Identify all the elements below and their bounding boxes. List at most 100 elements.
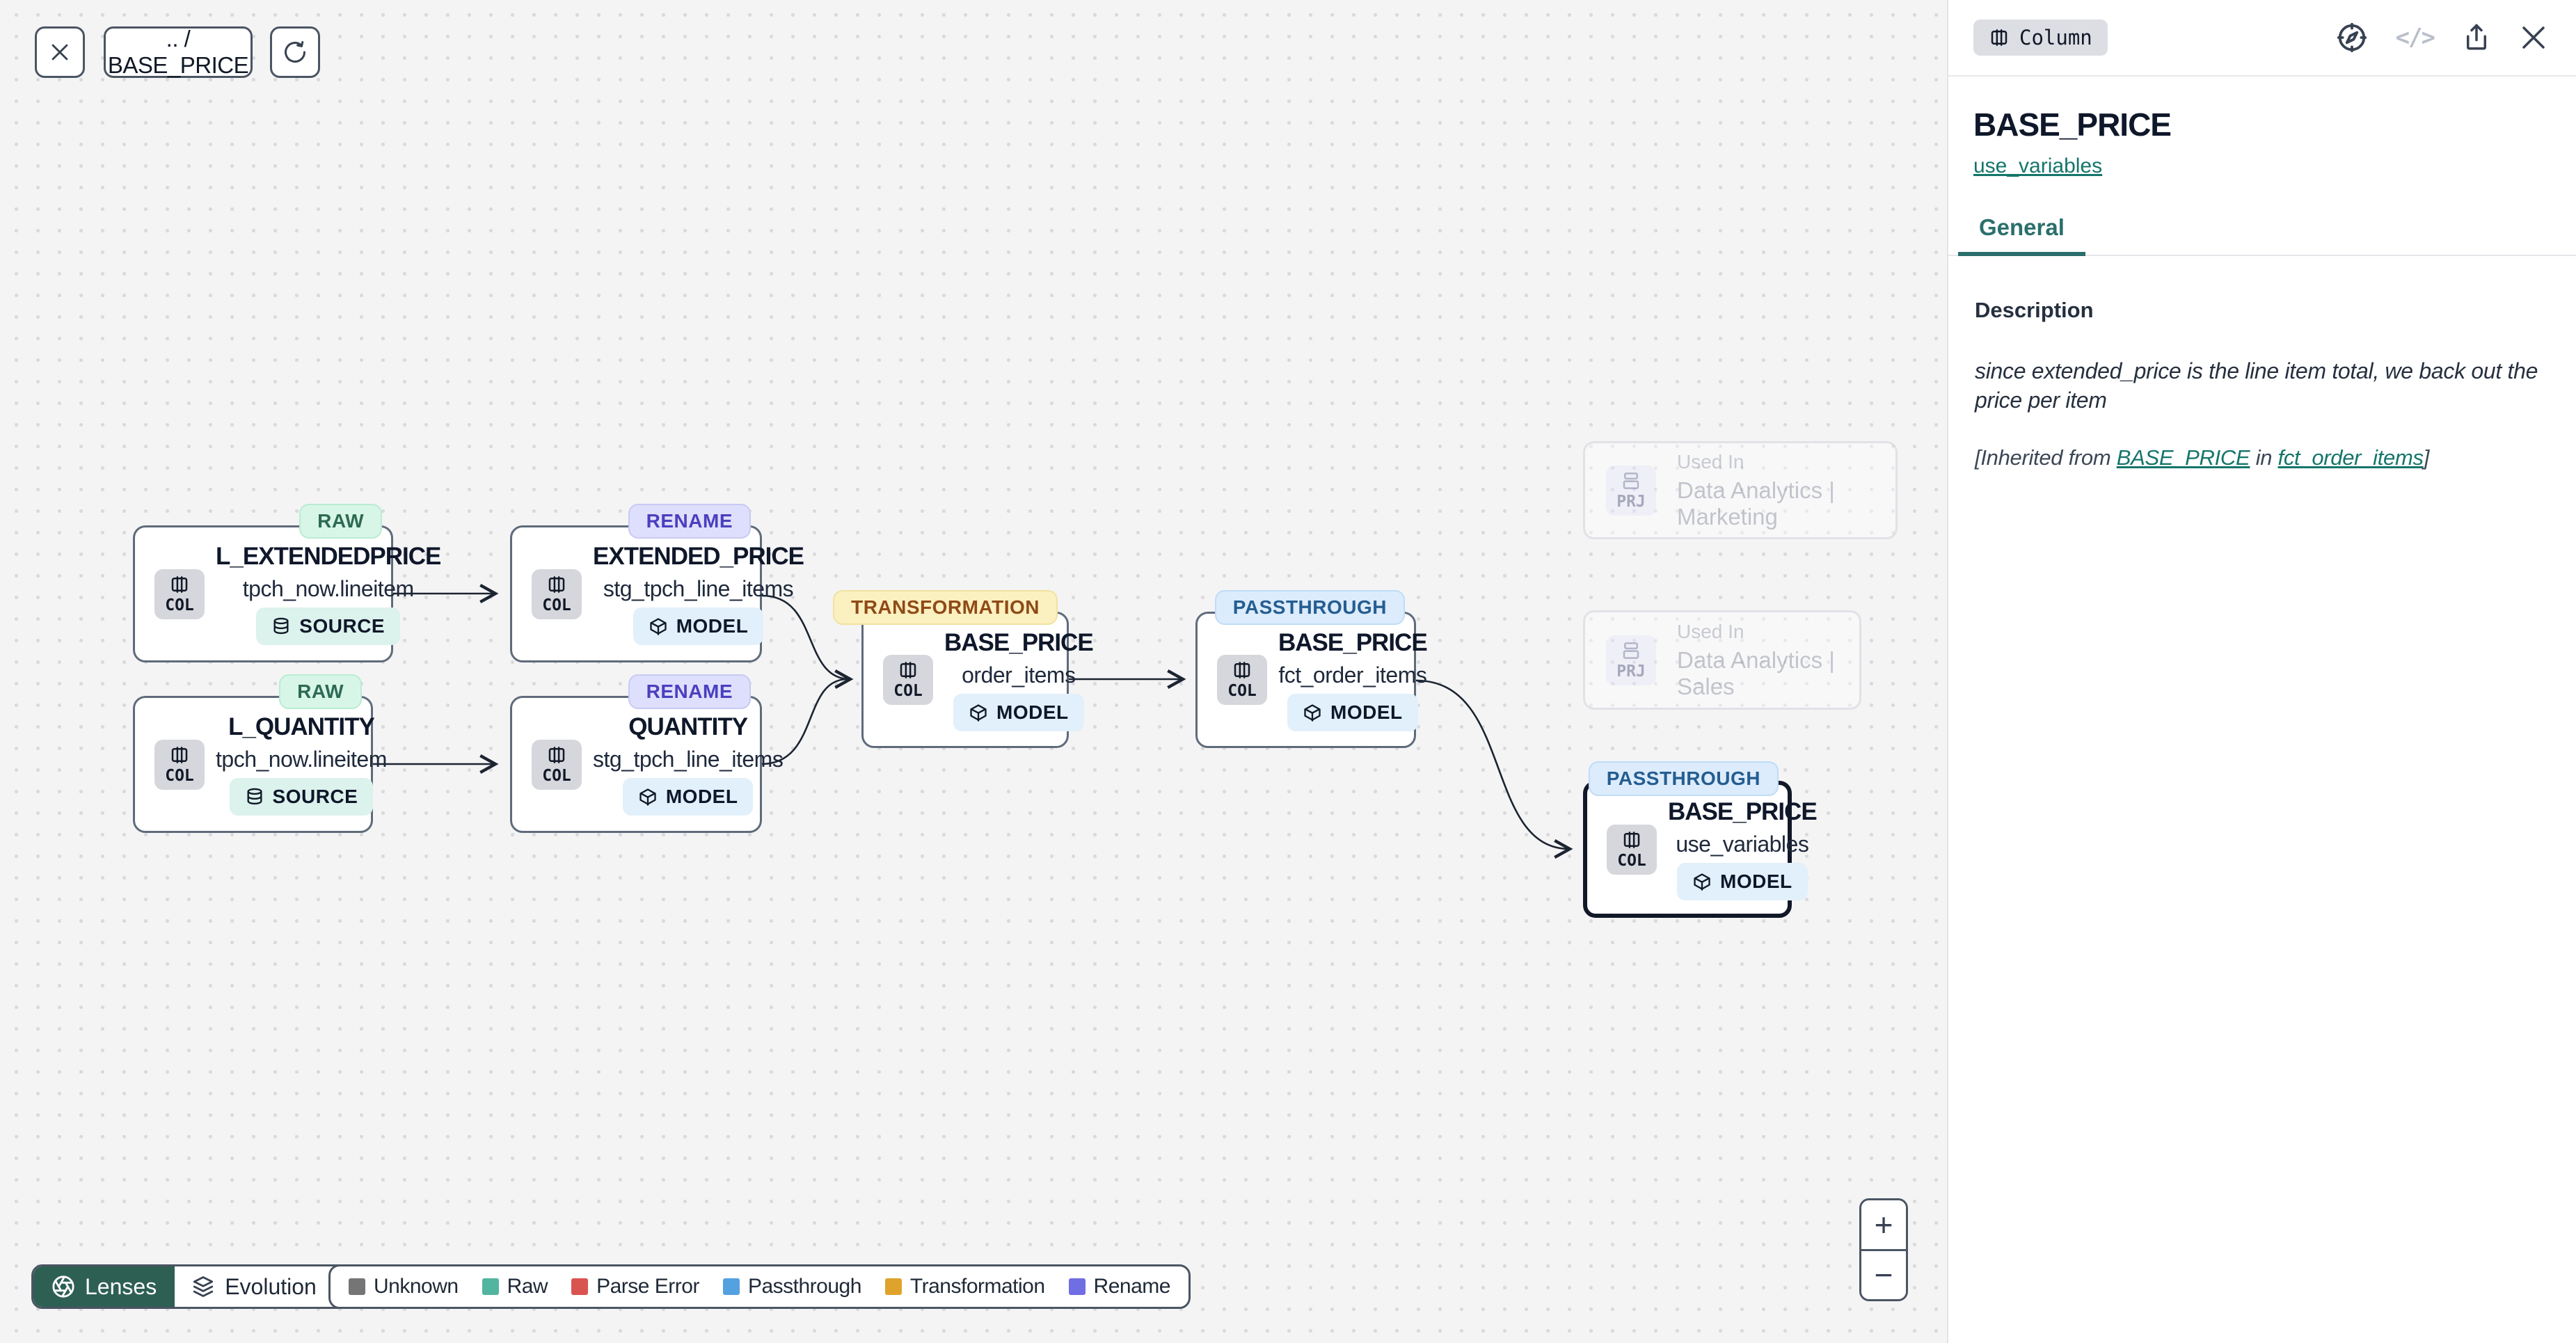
node-base-price-fct-order-items[interactable]: PASSTHROUGH COL BASE_PRICE fct_order_ite…: [1195, 590, 1428, 748]
columns-icon: [548, 575, 565, 593]
kind-label: PRJ: [1616, 662, 1646, 681]
node-title: BASE_PRICE: [1668, 798, 1818, 825]
legend-swatch: [349, 1278, 365, 1295]
explore-button[interactable]: [2336, 22, 2368, 54]
kind-label: COL: [893, 682, 923, 700]
node-type-label: MODEL: [1330, 701, 1403, 723]
used-in-label: Used In: [1677, 620, 1744, 642]
columns-icon: [1623, 831, 1640, 848]
node-type-label: MODEL: [665, 786, 738, 807]
breadcrumb-label: .. / BASE_PRICE: [107, 26, 249, 78]
columns-icon: [1234, 662, 1250, 678]
node-type-chip: MODEL: [633, 607, 764, 645]
refresh-button[interactable]: [270, 26, 320, 78]
column-kind-chip: COL: [1607, 824, 1657, 875]
model-cube-icon: [650, 618, 667, 635]
database-icon: [273, 617, 289, 635]
node-l-extendedprice[interactable]: RAW COL L_EXTENDEDPRICE tpch_now.lineite…: [133, 504, 441, 662]
legend-swatch: [884, 1278, 902, 1295]
breadcrumb[interactable]: .. / BASE_PRICE: [104, 26, 253, 78]
used-in-node-sales[interactable]: PRJ Used In Data Analytics | Sales: [1583, 610, 1861, 710]
model-cube-icon: [639, 788, 656, 806]
lens-selector: Lenses Evolution: [31, 1264, 363, 1309]
view-code-button[interactable]: </>: [2395, 24, 2435, 51]
close-lineage-button[interactable]: [35, 26, 85, 78]
legend-label: Passthrough: [747, 1275, 861, 1298]
node-title: BASE_PRICE: [944, 628, 1094, 656]
node-l-quantity[interactable]: RAW COL L_QUANTITY tpch_now.lineitem SOU…: [133, 674, 387, 833]
share-button[interactable]: [2462, 23, 2491, 52]
project-icon: [1623, 642, 1639, 659]
legend-item: Passthrough: [722, 1275, 861, 1298]
node-subtitle: tpch_now.lineitem: [242, 576, 414, 601]
code-icon: </>: [2395, 24, 2435, 51]
legend-item: Transformation: [884, 1275, 1045, 1298]
active-lens-label: Evolution: [225, 1273, 317, 1299]
kind-label: COL: [1227, 682, 1257, 700]
node-subtitle: fct_order_items: [1278, 662, 1427, 688]
inherited-middle: in: [2250, 445, 2278, 470]
legend-label: Raw: [507, 1275, 548, 1298]
zoom-out-button[interactable]: −: [1861, 1250, 1906, 1299]
column-kind-chip: COL: [883, 655, 933, 705]
node-type-chip: MODEL: [1677, 863, 1808, 900]
node-base-price-use-variables[interactable]: PASSTHROUGH COL BASE_PRICE use_variables…: [1583, 761, 1818, 918]
aperture-icon: [52, 1276, 74, 1298]
node-subtitle: stg_tpch_line_items: [603, 576, 794, 601]
zoom-controls: + −: [1859, 1198, 1908, 1301]
project-kind-chip: PRJ: [1606, 465, 1656, 516]
legend-swatch: [571, 1278, 589, 1295]
node-subtitle: tpch_now.lineitem: [216, 747, 387, 772]
kind-label: COL: [542, 596, 571, 614]
columns-icon: [548, 746, 565, 763]
model-cube-icon: [1694, 873, 1710, 891]
used-in-node-marketing[interactable]: PRJ Used In Data Analytics | Marketing: [1583, 441, 1898, 539]
status-badge: PASSTHROUGH: [1588, 761, 1779, 796]
inherited-column-link[interactable]: BASE_PRICE: [2116, 445, 2250, 470]
legend-label: Transformation: [909, 1275, 1045, 1298]
kind-label: COL: [165, 596, 194, 614]
node-type-label: MODEL: [996, 701, 1069, 723]
database-icon: [247, 788, 262, 805]
lens-legend: Unknown Raw Parse Error Passthrough Tran…: [328, 1264, 1191, 1309]
node-title: L_EXTENDEDPRICE: [216, 543, 441, 570]
tab-general[interactable]: General: [1958, 214, 2085, 256]
lineage-canvas[interactable]: .. / BASE_PRICE RAW COL L_EXTENDEDPRICE …: [0, 0, 1947, 1343]
legend-item: Parse Error: [571, 1275, 699, 1298]
page-title: BASE_PRICE: [1973, 106, 2172, 143]
panel-tabbar: General: [1948, 214, 2576, 256]
node-quantity[interactable]: RENAME COL QUANTITY stg_tpch_line_items …: [510, 674, 784, 833]
compass-icon: [2337, 22, 2367, 53]
lenses-button[interactable]: Lenses: [33, 1266, 175, 1307]
used-in-project: Data Analytics | Marketing: [1677, 477, 1835, 530]
model-link[interactable]: use_variables: [1973, 154, 2103, 177]
detail-panel: Column </>: [1947, 0, 2576, 1343]
node-base-price-order-items[interactable]: TRANSFORMATION COL BASE_PRICE order_item…: [833, 590, 1094, 748]
status-badge: PASSTHROUGH: [1214, 590, 1405, 625]
legend-swatch: [482, 1278, 499, 1295]
node-type-label: MODEL: [676, 615, 749, 637]
project-icon: [1623, 472, 1639, 489]
status-badge: TRANSFORMATION: [833, 590, 1058, 625]
node-extended-price[interactable]: RENAME COL EXTENDED_PRICE stg_tpch_line_…: [510, 504, 804, 662]
legend-item: Unknown: [349, 1275, 459, 1298]
column-kind-chip: COL: [154, 569, 205, 619]
status-badge: RAW: [299, 504, 382, 539]
columns-icon: [900, 662, 916, 678]
lenses-label: Lenses: [85, 1273, 157, 1299]
node-type-label: MODEL: [1720, 871, 1792, 892]
status-badge: RAW: [279, 674, 362, 709]
node-subtitle: order_items: [962, 662, 1076, 688]
node-title: L_QUANTITY: [228, 713, 375, 740]
node-type-chip: MODEL: [953, 693, 1084, 731]
close-panel-button[interactable]: [2519, 23, 2548, 52]
inherited-model-link[interactable]: fct_order_items: [2277, 445, 2424, 470]
node-type-label: SOURCE: [299, 615, 385, 637]
description-text: since extended_price is the line item to…: [1975, 358, 2538, 413]
legend-label: Parse Error: [596, 1275, 699, 1298]
share-icon: [2467, 24, 2486, 50]
project-kind-chip: PRJ: [1606, 635, 1656, 685]
entity-type-label: Column: [2019, 26, 2092, 49]
kind-label: COL: [1617, 851, 1646, 870]
zoom-in-button[interactable]: +: [1861, 1200, 1906, 1251]
